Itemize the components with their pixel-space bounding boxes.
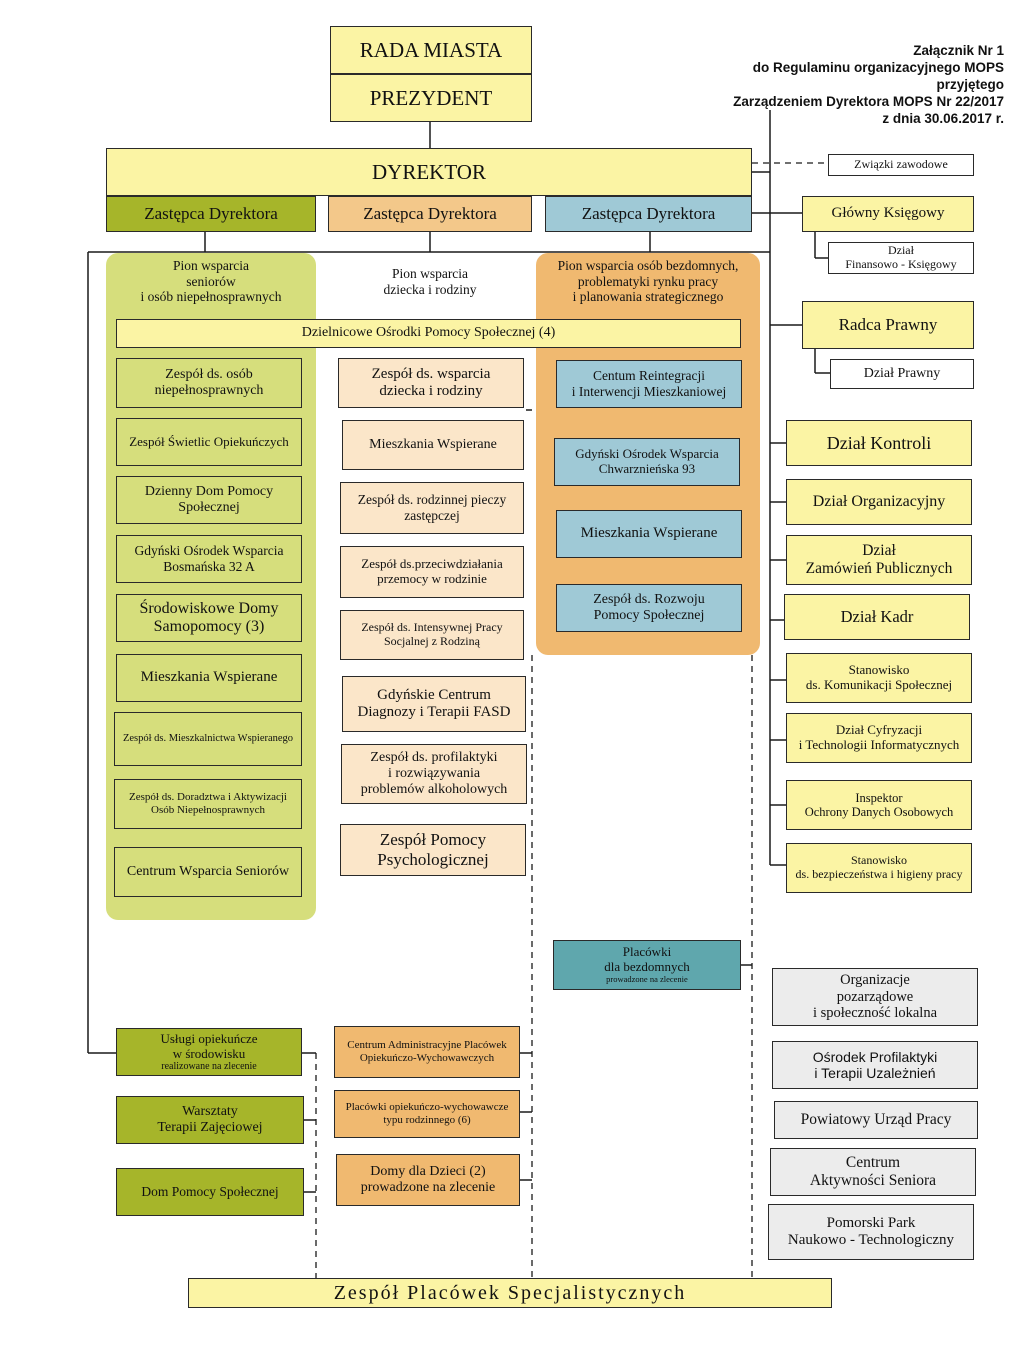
external-partner-box: Ośrodek Profilaktyki i Terapii Uzależnie… [772,1041,978,1089]
seniors-unit: Zespół ds. osób niepełnosprawnych [116,358,302,408]
children-unit: Zespół ds. profilaktyki i rozwiązywania … [341,744,527,804]
homeless-unit: Centum Reintegracji i Interwencji Mieszk… [556,360,742,408]
children-unit: Zespół ds.przeciwdziałania przemocy w ro… [340,546,524,598]
children-unit: Zespół ds. wsparcia dziecka i rodziny [338,358,524,408]
trade-unions-box: Związki zawodowe [828,154,974,176]
legal-counsel-box: Radca Prawny [802,301,974,349]
children-unit: Gdyńskie Centrum Diagnozy i Terapii FASD [342,676,526,732]
children-unit: Zespół Pomocy Psychologicznej [340,824,526,876]
therapy-workshops-box: Warsztaty Terapii Zajęciowej [116,1096,304,1144]
annex-line-4: Zarządzeniem Dyrektora MOPS Nr 22/2017 [733,94,1004,109]
procurement-dept-box: Dział Zamówień Publicznych [786,535,972,585]
homeless-facilities-sublabel: prowadzone na zlecenie [606,974,688,985]
seniors-unit: Środowiskowe Domy Samopomocy (3) [116,594,302,642]
homeless-facilities-label: Placówki dla bezdomnych [604,944,690,975]
homeless-pillar-title: Pion wsparcia osób bezdomnych, problemat… [557,258,739,305]
home-care-sublabel: realizowane na zlecenie [161,1061,257,1073]
seniors-unit: Centrum Wsparcia Seniorów [114,847,302,897]
chief-accountant-box: Główny Księgowy [802,196,974,232]
seniors-unit: Dzienny Dom Pomocy Społecznej [116,476,302,524]
hr-dept-box: Dział Kadr [784,594,970,640]
family-care-facilities-box: Placówki opiekuńczo-wychowawcze typu rod… [334,1090,520,1138]
safety-post-box: Stanowisko ds. bezpieczeństwa i higieny … [786,843,972,893]
external-partner-box: Centrum Aktywności Seniora [770,1148,976,1196]
external-partner-box: Organizacje pozarządowe i społeczność lo… [772,968,978,1026]
homeless-unit: Gdyński Ośrodek Wsparcia Chwarznieńska 9… [554,438,740,486]
seniors-unit: Mieszkania Wspierane [116,654,302,702]
director-box: DYREKTOR [106,148,752,196]
homeless-unit: Mieszkania Wspierane [556,510,742,558]
annex-line-3: przyjętego [936,77,1004,92]
legal-dept-box: Dział Prawny [830,359,974,389]
nursing-home-box: Dom Pomocy Społecznej [116,1168,304,1216]
seniors-unit: Zespół ds. Mieszkalnictwa Wspieranego [114,712,302,766]
annex-line-1: Załącznik Nr 1 [913,43,1004,58]
children-unit: Zespół ds. Intensywnej Pracy Socjalnej z… [340,610,524,660]
seniors-unit: Gdyński Ośrodek Wsparcia Bosmańska 32 A [116,535,302,583]
district-centers-box: Dzielnicowe Ośrodki Pomocy Społecznej (4… [116,319,741,348]
organization-dept-box: Dział Organizacyjny [786,479,972,525]
home-care-services-box: Usługi opiekuńcze w środowisku realizowa… [116,1028,302,1076]
annex-note: Załącznik Nr 1 do Regulaminu organizacyj… [733,42,1004,127]
annex-line-5: z dnia 30.06.2017 r. [882,111,1004,126]
specialist-facilities-team-box: Zespół Placówek Specjalistycznych [188,1278,832,1308]
external-partner-box: Pomorski Park Naukowo - Technologiczny [768,1204,974,1260]
care-facilities-admin-box: Centrum Administracyjne Placówek Opiekuń… [334,1026,520,1078]
deputy-director-seniors: Zastępca Dyrektora [106,196,316,232]
communication-post-box: Stanowisko ds. Komunikacji Społecznej [786,653,972,703]
annex-line-2: do Regulaminu organizacyjnego MOPS [752,60,1004,75]
city-council-box: RADA MIASTA [330,26,532,74]
children-pillar-title: Pion wsparcia dziecka i rodziny [383,266,477,297]
seniors-unit: Zespół ds. Doradztwa i Aktywizacji Osób … [114,779,302,829]
children-unit: Mieszkania Wspierane [342,420,524,470]
digital-dept-box: Dział Cyfryzacji i Technologii Informaty… [786,713,972,763]
president-box: PREZYDENT [330,74,532,122]
control-dept-box: Dział Kontroli [786,420,972,466]
deputy-director-children: Zastępca Dyrektora [328,196,532,232]
finance-dept-box: Dział Finansowo - Księgowy [828,242,974,274]
data-protection-box: Inspektor Ochrony Danych Osobowych [786,780,972,830]
homeless-unit: Zespół ds. Rozwoju Pomocy Społecznej [556,584,742,632]
homeless-facilities-box: Placówki dla bezdomnych prowadzone na zl… [553,940,741,990]
deputy-director-homeless: Zastępca Dyrektora [545,196,752,232]
home-care-label: Usługi opiekuńcze w środowisku [160,1030,258,1061]
seniors-pillar-title: Pion wsparcia seniorów i osób niepełnosp… [140,258,282,305]
seniors-unit: Zespół Świetlic Opiekuńczych [116,418,302,466]
children-homes-box: Domy dla Dzieci (2) prowadzone na zlecen… [336,1154,520,1206]
external-partner-box: Powiatowy Urząd Pracy [774,1101,978,1139]
children-unit: Zespół ds. rodzinnej pieczy zastępczej [340,482,524,534]
